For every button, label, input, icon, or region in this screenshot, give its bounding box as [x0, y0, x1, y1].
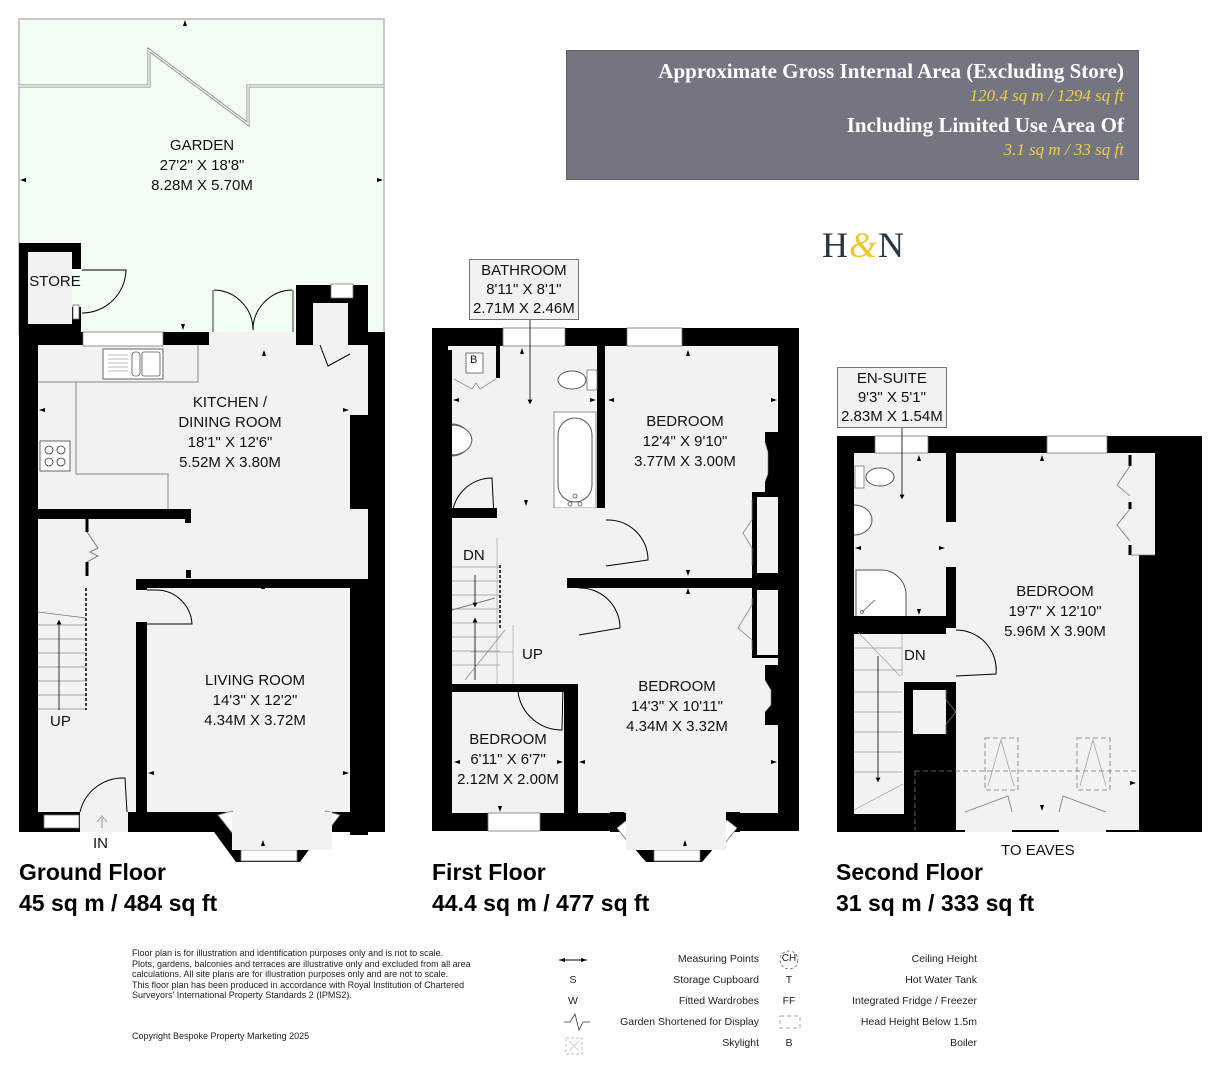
room-dimensions-metric: 8.28M X 5.70M	[151, 177, 253, 194]
disclaimer-line: This floor plan has been produced in acc…	[132, 979, 465, 990]
room-dimensions-imperial: 8'11" X 8'1"	[486, 281, 562, 298]
copyright-text: Copyright Bespoke Property Marketing 202…	[132, 1031, 310, 1041]
room-name: KITCHEN /	[192, 394, 268, 411]
room-dimensions-metric: 4.34M X 3.32M	[626, 718, 728, 735]
logo-ampersand: &	[849, 225, 879, 265]
disclaimer-text: Floor plan is for illustration and ident…	[132, 948, 512, 1001]
garden-shortened-icon	[562, 1014, 592, 1030]
room-name: GARDEN	[169, 137, 235, 154]
measuring-points-icon	[559, 953, 589, 967]
legend-label: Ceiling Height	[911, 953, 977, 965]
room-dimensions-metric: 5.52M X 3.80M	[179, 454, 281, 471]
room-dimensions-imperial: 14'3" X 10'11"	[631, 698, 723, 715]
legend-label: Boiler	[950, 1037, 977, 1049]
room-name: BATHROOM	[481, 262, 567, 279]
room-dimensions-metric: 4.34M X 3.72M	[204, 712, 306, 729]
limited-use-value: 3.1 sq m / 33 sq ft	[1003, 140, 1124, 159]
first-floor-plan	[432, 318, 799, 862]
room-dimensions-metric: 3.77M X 3.00M	[634, 453, 736, 470]
second-floor-plan	[837, 425, 1202, 832]
disclaimer-line: calculations. All site plans are for ill…	[132, 969, 449, 979]
stairs-up-label: UP	[522, 646, 543, 663]
callout-bathroom: BATHROOM 8'11" X 8'1" 2.71M X 2.46M	[469, 259, 579, 320]
room-dimensions-metric: 2.83M X 1.54M	[841, 408, 943, 425]
gross-area-value: 120.4 sq m / 1294 sq ft	[969, 86, 1124, 105]
second-floor-area: 31 sq m / 333 sq ft	[836, 890, 1035, 916]
room-label-bedroom-small: BEDROOM 6'11" X 6'7" 2.12M X 2.00M	[452, 730, 564, 790]
room-name: BEDROOM	[646, 413, 724, 430]
room-label-living-room: LIVING ROOM 14'3" X 12'2" 4.34M X 3.72M	[185, 671, 325, 731]
legend-label: Hot Water Tank	[905, 974, 977, 986]
storage-cupboard-icon: S	[569, 974, 577, 986]
head-height-icon	[780, 1016, 800, 1028]
second-floor-title: Second Floor	[836, 859, 983, 885]
room-dimensions-imperial: 12'4" X 9'10"	[642, 433, 728, 450]
legend-label: Skylight	[722, 1037, 759, 1049]
entrance-label: IN	[93, 835, 108, 852]
boiler-label: B	[470, 354, 478, 366]
legend-label: Storage Cupboard	[673, 974, 759, 986]
room-dimensions-metric: 2.12M X 2.00M	[457, 771, 559, 788]
stairs-up-label: UP	[50, 713, 71, 730]
first-floor-area: 44.4 sq m / 477 sq ft	[432, 890, 650, 916]
legend-symbols	[559, 950, 801, 1055]
hn-logo: H&N	[822, 224, 905, 266]
ground-floor-plan	[18, 18, 385, 862]
disclaimer-line: Surveyors' International Property Standa…	[132, 990, 352, 1000]
legend-label: Integrated Fridge / Freezer	[852, 995, 977, 1007]
first-floor-title: First Floor	[432, 859, 546, 885]
callout-en-suite: EN-SUITE 9'3" X 5'1" 2.83M X 1.54M	[837, 367, 947, 428]
hot-water-tank-icon: T	[785, 974, 793, 986]
limited-use-heading: Including Limited Use Area Of	[846, 113, 1124, 137]
skylight-icon	[566, 1038, 582, 1054]
disclaimer-line: Plots, gardens, balconies and terraces a…	[132, 958, 471, 969]
legend-label: Garden Shortened for Display	[620, 1016, 759, 1028]
room-dimensions-imperial: 19'7" X 12'10"	[1008, 603, 1102, 620]
gross-area-heading: Approximate Gross Internal Area (Excludi…	[658, 59, 1124, 83]
room-name: LIVING ROOM	[204, 672, 305, 689]
room-dimensions-metric: 2.71M X 2.46M	[473, 300, 575, 317]
room-label-store: STORE	[28, 272, 82, 292]
boiler-icon: B	[785, 1037, 793, 1049]
legend-label: Fitted Wardrobes	[678, 995, 759, 1007]
ceiling-height-icon: CH	[781, 953, 797, 964]
room-name: BEDROOM	[638, 678, 716, 695]
room-name: BEDROOM	[469, 731, 547, 748]
stairs-down-label: DN	[904, 647, 926, 664]
disclaimer-line: Floor plan is for illustration and ident…	[132, 948, 444, 958]
room-dimensions-metric: 5.96M X 3.90M	[1004, 623, 1106, 640]
room-label-bedroom-rear: BEDROOM 12'4" X 9'10" 3.77M X 3.00M	[620, 412, 750, 472]
fitted-wardrobes-icon: W	[568, 995, 578, 1007]
fridge-freezer-icon: FF	[782, 995, 796, 1007]
ground-floor-area: 45 sq m / 484 sq ft	[19, 890, 218, 916]
room-label-bedroom-loft: BEDROOM 19'7" X 12'10" 5.96M X 3.90M	[985, 582, 1125, 642]
room-label-kitchen-dining: KITCHEN / DINING ROOM 18'1" X 12'6" 5.52…	[155, 393, 305, 473]
room-label-bedroom-front: BEDROOM 14'3" X 10'11" 4.34M X 3.32M	[607, 677, 747, 737]
room-dimensions-imperial: 27'2" X 18'8"	[159, 157, 245, 174]
logo-letter-n: N	[878, 225, 906, 265]
stairs-down-label: DN	[463, 547, 485, 564]
area-summary-box: Approximate Gross Internal Area (Excludi…	[566, 50, 1139, 180]
room-name: BEDROOM	[1016, 583, 1094, 600]
room-dimensions-imperial: 9'3" X 5'1"	[857, 389, 926, 406]
room-dimensions-imperial: 14'3" X 12'2"	[212, 692, 298, 709]
legend-label: Measuring Points	[677, 953, 759, 965]
room-name: STORE	[29, 273, 81, 290]
room-name: EN-SUITE	[856, 370, 927, 387]
legend-label: Head Height Below 1.5m	[860, 1016, 977, 1028]
ground-floor-title: Ground Floor	[19, 859, 166, 885]
room-label-garden: GARDEN 27'2" X 18'8" 8.28M X 5.70M	[150, 136, 254, 196]
eaves-label: TO EAVES	[1001, 842, 1075, 859]
room-name-line2: DINING ROOM	[178, 414, 282, 431]
room-dimensions-imperial: 6'11" X 6'7"	[470, 751, 546, 768]
room-dimensions-imperial: 18'1" X 12'6"	[187, 434, 273, 451]
logo-letter-h: H	[822, 225, 849, 265]
